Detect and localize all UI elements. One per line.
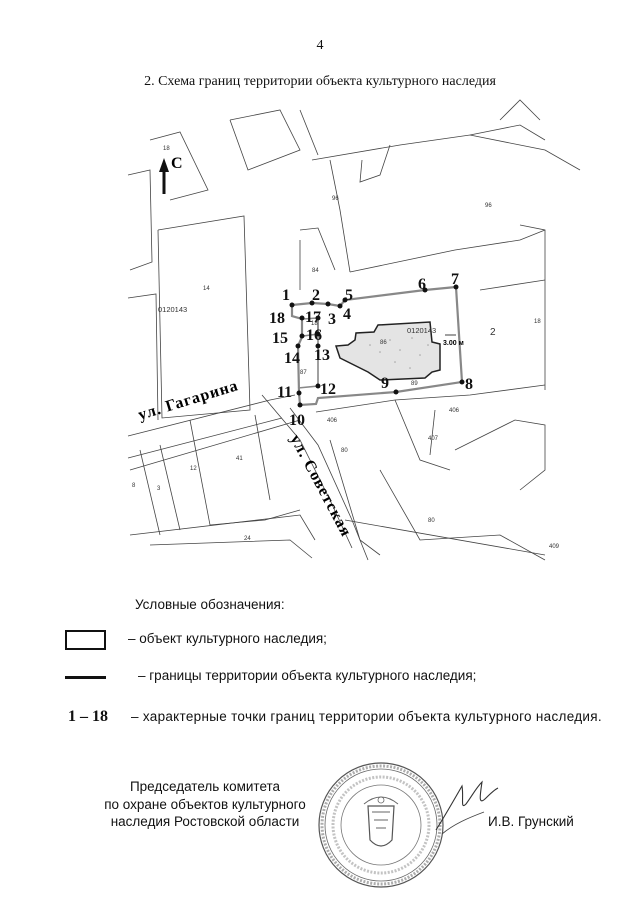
- handwritten-signature: [435, 780, 499, 835]
- parcel-label: 80: [428, 518, 435, 524]
- legend-boundary-text: – границы территории объекта культурного…: [138, 668, 477, 683]
- point-label-12: 12: [320, 381, 336, 398]
- legend-boundary-symbol: [65, 676, 106, 679]
- signatory-name: И.В. Грунский: [488, 814, 574, 829]
- parcel-label: 407: [428, 436, 439, 442]
- legend-points-symbol: 1 – 18: [68, 708, 108, 725]
- cadastral-block-label-2: 0120143: [407, 326, 436, 335]
- parcel-label: 3: [157, 486, 161, 492]
- point-label-3: 3: [328, 311, 336, 328]
- legend-boundary-row: – границы территории объекта культурного…: [0, 665, 640, 689]
- signatory-position: Председатель комитета по охране объектов…: [104, 779, 306, 829]
- point-label-11: 11: [277, 384, 292, 401]
- point-label-10: 10: [289, 412, 305, 429]
- cadastral-block-label: 0120143: [158, 305, 187, 314]
- point-label-17: 17: [305, 309, 321, 326]
- point-label-13: 13: [314, 347, 330, 364]
- legend-object-row: – объект культурного наследия;: [0, 628, 640, 652]
- parcel-label: 89: [411, 381, 418, 387]
- parcel-label: 18: [311, 321, 318, 327]
- legend-object-symbol: [65, 630, 106, 650]
- scale-label: 3.00 м: [443, 340, 464, 347]
- legend-title: Условные обозначения:: [135, 597, 285, 612]
- parcel-label: 18: [534, 319, 541, 325]
- point-label-8: 8: [465, 376, 473, 393]
- page-number: 4: [316, 38, 324, 53]
- parcel-label: 409: [549, 544, 560, 550]
- point-label-14: 14: [284, 350, 300, 367]
- point-label-5: 5: [345, 287, 353, 304]
- parcel-label: 406: [449, 408, 460, 414]
- parcel-label: 14: [203, 286, 210, 292]
- parcel-label: 96: [332, 196, 339, 202]
- heritage-building: [334, 321, 441, 381]
- cadastral-lines: [127, 99, 581, 561]
- official-seal: [318, 762, 444, 888]
- parcel-label: 18: [163, 146, 170, 152]
- point-label-16: 16: [306, 327, 322, 344]
- north-arrow: [159, 158, 169, 194]
- parcel-label: 86: [380, 340, 387, 346]
- point-label-2: 2: [312, 287, 320, 304]
- building-stipple: [369, 337, 429, 369]
- point-label-4: 4: [343, 306, 351, 323]
- parcel-label: 84: [312, 268, 319, 274]
- street-gagarina: ул. Гагарина: [136, 377, 240, 424]
- boundary-points: [289, 284, 465, 408]
- parcel-label: 96: [485, 203, 492, 209]
- point-label-1: 1: [282, 287, 290, 304]
- legend-object-text: – объект культурного наследия;: [128, 631, 327, 646]
- parcel-label: 8: [132, 483, 136, 489]
- parcel-label: 87: [300, 370, 307, 376]
- legend-points-row: 1 – 18 – характерные точки границ террит…: [0, 706, 640, 730]
- document-heading: 2. Схема границ территории объекта культ…: [144, 74, 496, 89]
- parcel-label: 41: [236, 456, 243, 462]
- point-label-7: 7: [451, 271, 459, 288]
- point-label-9: 9: [381, 375, 389, 392]
- parcel-label: 406: [327, 418, 338, 424]
- point-label-6: 6: [418, 276, 426, 293]
- parcel-label: 2: [490, 327, 496, 338]
- north-label: С: [171, 155, 183, 172]
- parcel-label: 24: [244, 536, 251, 542]
- parcel-label: 80: [341, 448, 348, 454]
- point-label-15: 15: [272, 330, 288, 347]
- parcel-label: 12: [190, 466, 197, 472]
- legend-points-text: – характерные точки границ территории об…: [131, 709, 602, 724]
- point-label-18: 18: [269, 310, 285, 327]
